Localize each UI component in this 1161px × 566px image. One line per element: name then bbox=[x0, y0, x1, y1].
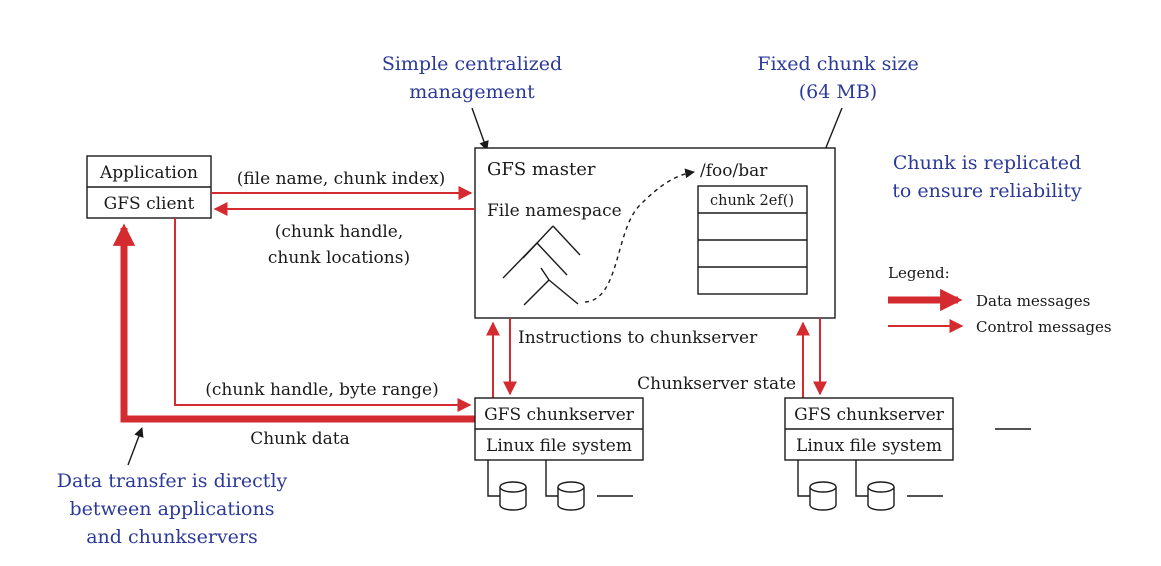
annotation-transfer-line2: between applications bbox=[70, 498, 275, 520]
reply-message-label-line1: (chunk handle, bbox=[275, 222, 404, 242]
annotation-centralized-line2: management bbox=[409, 81, 535, 103]
legend-control-label: Control messages bbox=[976, 318, 1112, 336]
annotation-replicated-line2: to ensure reliability bbox=[892, 180, 1082, 202]
chunkserver-disks-2 bbox=[797, 460, 943, 511]
namespace-lookup-dashed-arrow bbox=[584, 168, 695, 303]
centralized-pointer-arrow bbox=[471, 107, 489, 151]
gfs-client-label: GFS client bbox=[104, 194, 195, 214]
file-namespace-label: File namespace bbox=[487, 201, 622, 221]
chunk-data-label: Chunk data bbox=[250, 429, 350, 449]
transfer-pointer-arrow bbox=[127, 427, 144, 466]
chunkserver-fs-1: Linux file system bbox=[486, 436, 632, 456]
byte-range-message-label: (chunk handle, byte range) bbox=[205, 380, 439, 400]
gfs-master-label: GFS master bbox=[487, 159, 596, 180]
instructions-label: Instructions to chunkserver bbox=[518, 328, 758, 348]
path-label: /foo/bar bbox=[700, 161, 768, 181]
chunkserver-name-1: GFS chunkserver bbox=[484, 405, 635, 425]
chunkserver-name-2: GFS chunkserver bbox=[794, 405, 945, 425]
annotation-centralized-line1: Simple centralized bbox=[382, 53, 562, 75]
legend-data-label: Data messages bbox=[976, 292, 1090, 310]
chunkserver-disks-1 bbox=[487, 460, 633, 511]
application-label: Application bbox=[99, 163, 198, 183]
annotation-chunk-size-line2: (64 MB) bbox=[799, 81, 877, 103]
reply-message-label-line2: chunk locations) bbox=[268, 248, 410, 268]
namespace-tree-icon bbox=[502, 225, 581, 306]
annotation-replicated-line1: Chunk is replicated bbox=[893, 152, 1081, 174]
legend-title: Legend: bbox=[888, 264, 950, 282]
chunk-entry-label: chunk 2ef() bbox=[710, 193, 794, 209]
chunk-data-arrow bbox=[112, 223, 475, 423]
annotation-transfer-line1: Data transfer is directly bbox=[57, 470, 288, 492]
annotation-chunk-size-line1: Fixed chunk size bbox=[757, 53, 918, 75]
chunkserver-fs-2: Linux file system bbox=[796, 436, 942, 456]
annotation-transfer-line3: and chunkservers bbox=[86, 526, 258, 548]
chunkserver-state-label: Chunkserver state bbox=[637, 374, 796, 394]
byte-range-arrow bbox=[174, 218, 472, 412]
request-message-label: (file name, chunk index) bbox=[237, 169, 446, 189]
